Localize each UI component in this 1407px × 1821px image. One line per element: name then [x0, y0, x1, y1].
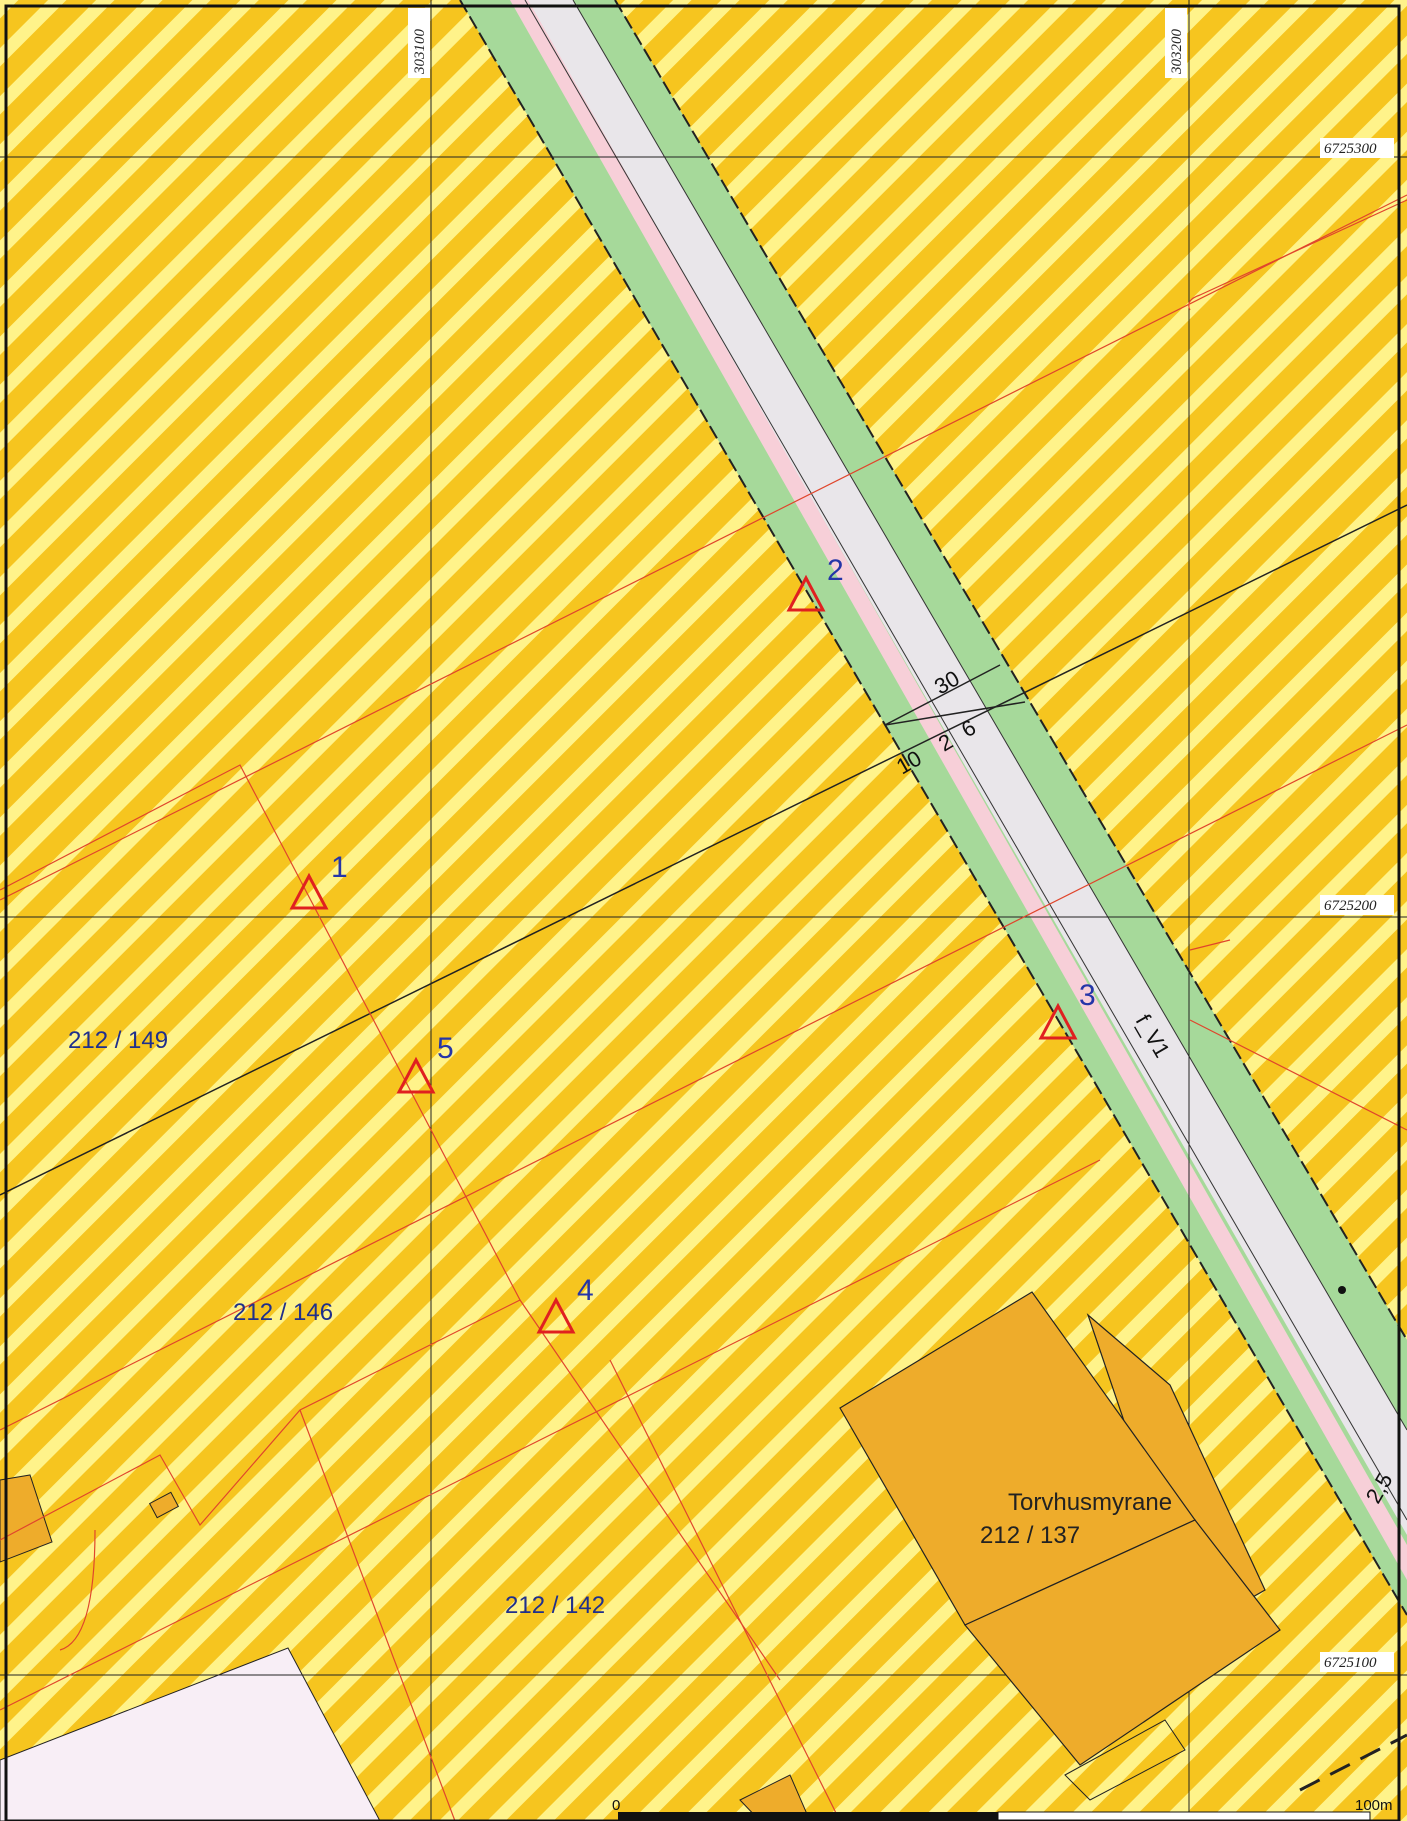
marker-1[interactable]: 1	[289, 851, 348, 910]
road-point	[1338, 1286, 1346, 1294]
triangle-marker-icon[interactable]	[536, 1296, 576, 1334]
small-structure	[148, 1491, 180, 1519]
marker-label: 2	[827, 554, 844, 587]
x-coord-303200: 303200	[1169, 29, 1185, 76]
marker-2[interactable]: 2	[786, 554, 844, 612]
building-complex	[148, 1291, 1281, 1821]
scale-start-label: 0	[612, 1797, 620, 1814]
building-left	[0, 1474, 53, 1563]
property-label: 212 / 149	[68, 1027, 168, 1054]
property-lines	[0, 194, 1407, 1821]
property-label: 212 / 137	[980, 1522, 1080, 1549]
marker-label: 4	[577, 1274, 594, 1307]
triangle-marker-icon[interactable]	[396, 1056, 436, 1094]
scale-bar-dark-segment	[618, 1812, 998, 1821]
x-coord-label: 303200	[1165, 8, 1187, 78]
triangle-marker-icon[interactable]	[289, 872, 329, 910]
marker-5[interactable]: 5	[396, 1032, 454, 1094]
sidewalk-strip	[510, 0, 1407, 1580]
road-dim-line	[884, 701, 1026, 726]
survey-markers: 1 2 3 4 5	[289, 554, 1096, 1334]
property-label: 212 / 146	[233, 1299, 333, 1326]
building	[964, 1519, 1281, 1766]
road-dim-line	[884, 664, 1001, 726]
scale-bar-light-segment	[997, 1811, 1371, 1821]
scale-end-label: 100m	[1355, 1797, 1393, 1814]
y-coord-6725300: 6725300	[1324, 141, 1377, 157]
public-area	[0, 1647, 381, 1821]
place-name-label: Torvhusmyrane	[1008, 1489, 1172, 1516]
marker-label: 5	[437, 1032, 454, 1065]
property-labels: 212 / 149 212 / 146 212 / 142 212 / 137 …	[68, 1027, 1172, 1619]
y-coord-6725200: 6725200	[1324, 898, 1377, 914]
coordinate-labels: 303100 303200 6725300 6725200 6725100	[408, 8, 1394, 1672]
y-coord-label: 6725100	[1320, 1652, 1394, 1672]
triangle-marker-icon[interactable]	[786, 574, 826, 612]
marker-label: 1	[331, 851, 348, 884]
marker-4[interactable]: 4	[536, 1274, 594, 1334]
x-coord-303100: 303100	[412, 29, 428, 76]
road-corridor	[459, 0, 1407, 1616]
marker-3[interactable]: 3	[1038, 979, 1096, 1040]
property-label: 212 / 142	[505, 1592, 605, 1619]
map-frame	[4, 4, 1401, 1821]
road-edge-line	[614, 0, 1407, 1341]
x-coord-label: 303100	[408, 8, 430, 78]
y-coord-label: 6725300	[1320, 138, 1394, 158]
road-inner-line	[572, 0, 1407, 1431]
y-coord-6725100: 6725100	[1324, 1655, 1377, 1671]
y-coord-label: 6725200	[1320, 895, 1394, 915]
road-inner-line	[524, 0, 1407, 1521]
zone-boundary-line	[0, 504, 1407, 1196]
plan-boundary-dashed	[1299, 1733, 1407, 1792]
building-annex	[1064, 1719, 1186, 1801]
marker-label: 3	[1079, 979, 1096, 1012]
triangle-marker-icon[interactable]	[1038, 1002, 1078, 1040]
road-edge-line	[459, 0, 1407, 1616]
scale-bar: 0 100m	[612, 1797, 1393, 1821]
